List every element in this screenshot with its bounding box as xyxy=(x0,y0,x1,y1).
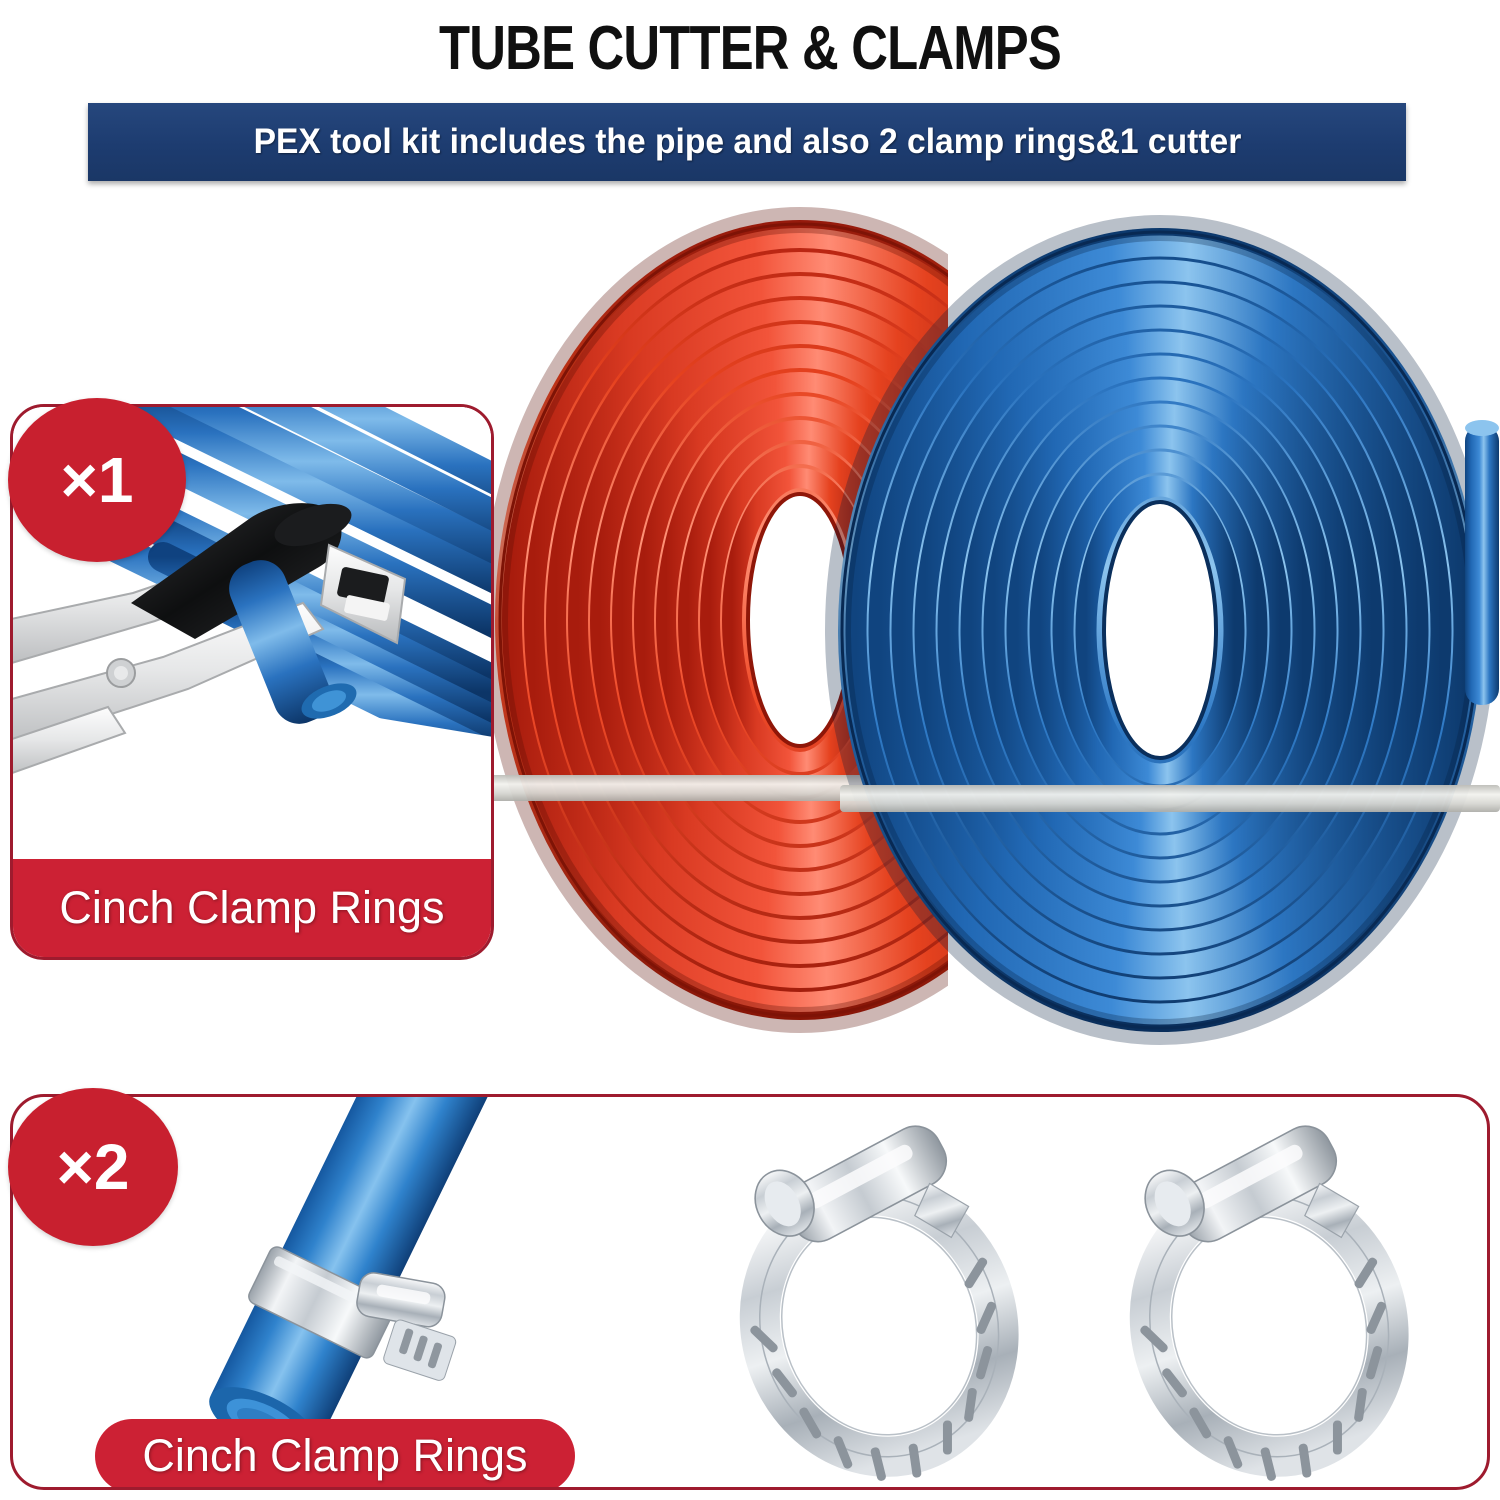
hose-clamp-1 xyxy=(739,1125,1019,1481)
clamps-illustration xyxy=(209,1097,1409,1481)
subtitle-text: PEX tool kit includes the pipe and also … xyxy=(253,122,1241,161)
blue-pipe-being-cut xyxy=(229,560,357,724)
clamp-on-pipe-icon xyxy=(248,1246,457,1381)
clamps-panel-label: Cinch Clamp Rings xyxy=(95,1419,575,1487)
hose-clamp-2 xyxy=(1129,1125,1409,1481)
blue-pipe-loose-end xyxy=(1465,425,1499,705)
blue-pex-coil xyxy=(825,215,1500,1045)
cutter-guide-piece xyxy=(319,543,407,645)
cutter-count-badge-icon: ×1 xyxy=(8,398,186,562)
page-title: TUBE CUTTER & CLAMPS xyxy=(439,14,1062,83)
red-coil-strap xyxy=(490,775,948,801)
clamps-count-badge-icon: ×2 xyxy=(8,1088,178,1246)
clamps-panel: Cinch Clamp Rings xyxy=(10,1094,1490,1490)
coils-illustration xyxy=(482,207,1500,1045)
blue-coil-strap xyxy=(840,785,1500,812)
cutter-panel-label-text: Cinch Clamp Rings xyxy=(59,882,445,933)
clamps-panel-label-text: Cinch Clamp Rings xyxy=(142,1430,528,1481)
red-pex-coil xyxy=(482,207,948,1033)
pex-coils-photo xyxy=(470,200,1500,1050)
cutter-panel-label: Cinch Clamp Rings xyxy=(13,859,491,957)
subtitle-banner: PEX tool kit includes the pipe and also … xyxy=(88,103,1406,181)
